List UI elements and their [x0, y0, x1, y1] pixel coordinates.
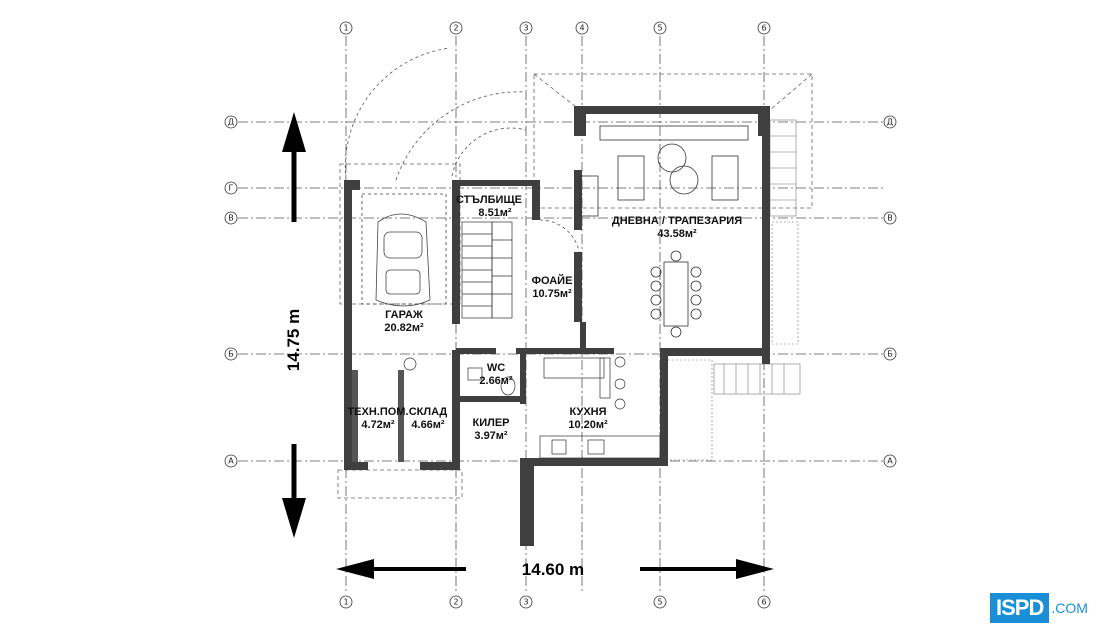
grid-row-markers — [224, 115, 897, 468]
grid-col-label: 2 — [453, 598, 458, 607]
grid-column-markers-top — [339, 21, 771, 35]
room-name-pantry: КИЛЕР — [472, 417, 509, 429]
grid-col-label: 2 — [453, 24, 458, 33]
grid-col-label: 6 — [761, 598, 766, 607]
logo-brand: ISPD — [990, 593, 1050, 623]
grid-col-label: 5 — [657, 24, 662, 33]
grid-column-labels-bottom: 1 2 3 5 6 — [343, 598, 766, 607]
room-area-stairs: 8.51м² — [478, 207, 512, 219]
grid-row-label: Д — [887, 118, 893, 127]
grid-col-label: 3 — [523, 598, 528, 607]
width-dimension: 14.60 m — [522, 560, 584, 579]
grid-row-label: Г — [229, 184, 234, 193]
arrow-left-icon — [336, 559, 374, 579]
grid-col-label: 4 — [579, 24, 584, 33]
grid-col-label: 1 — [343, 24, 348, 33]
grid-row-label: А — [887, 457, 893, 466]
room-labels: СТЪЛБИЩЕ 8.51м² ДНЕВНА / ТРАПЕЗАРИЯ 43.5… — [347, 194, 742, 442]
grid-row-label: В — [228, 214, 234, 223]
room-name-garage: ГАРАЖ — [385, 309, 423, 321]
walls — [344, 106, 770, 546]
terrace — [663, 119, 801, 461]
logo-tld: .COM — [1051, 600, 1088, 616]
grid-col-label: 1 — [343, 598, 348, 607]
room-area-tech: 4.72м² — [361, 419, 395, 431]
grid-row-label: В — [887, 214, 893, 223]
room-name-stairs: СТЪЛБИЩЕ — [456, 194, 522, 206]
arrow-up-icon — [282, 112, 306, 152]
room-area-wc: 2.66м² — [479, 375, 513, 387]
grid-lines — [238, 36, 884, 592]
kitchen-fixtures — [403, 356, 661, 459]
grid-column-labels-top: 1 2 3 4 5 6 — [343, 24, 766, 33]
living-furniture — [579, 125, 749, 338]
arrow-right-icon — [736, 559, 774, 579]
car — [361, 193, 447, 307]
grid-row-label: А — [228, 457, 234, 466]
grid-row-label: Д — [228, 118, 234, 127]
grid-row-labels: Д Г В Б А Д В Б А — [228, 118, 893, 466]
room-area-storage: 4.66м² — [411, 419, 445, 431]
room-name-tech: ТЕХН.ПОМ. — [347, 406, 408, 418]
dimension-arrows — [282, 112, 774, 579]
room-name-storage: СКЛАД — [409, 406, 448, 418]
door-swings — [344, 47, 581, 261]
room-area-foyer: 10.75м² — [532, 288, 572, 300]
room-area-kitchen: 10.20м² — [568, 419, 608, 431]
ispd-logo: ISPD .COM — [990, 592, 1116, 624]
room-area-living: 43.58м² — [657, 228, 697, 240]
grid-column-markers-bottom — [339, 595, 771, 609]
room-area-garage: 20.82м² — [384, 322, 424, 334]
height-dimension: 14.75 m — [284, 309, 303, 371]
arrow-down-icon — [282, 498, 306, 538]
staircase — [461, 221, 513, 319]
room-area-pantry: 3.97м² — [474, 430, 508, 442]
room-name-foyer: ФОАЙЕ — [532, 274, 573, 287]
grid-row-label: Б — [228, 350, 234, 359]
room-name-kitchen: КУХНЯ — [569, 406, 606, 418]
grid-row-label: Б — [887, 350, 893, 359]
room-name-wc: WC — [487, 362, 505, 374]
grid-col-label: 3 — [523, 24, 528, 33]
grid-col-label: 5 — [657, 598, 662, 607]
grid-col-label: 6 — [761, 24, 766, 33]
room-name-living: ДНЕВНА / ТРАПЕЗАРИЯ — [612, 215, 742, 227]
